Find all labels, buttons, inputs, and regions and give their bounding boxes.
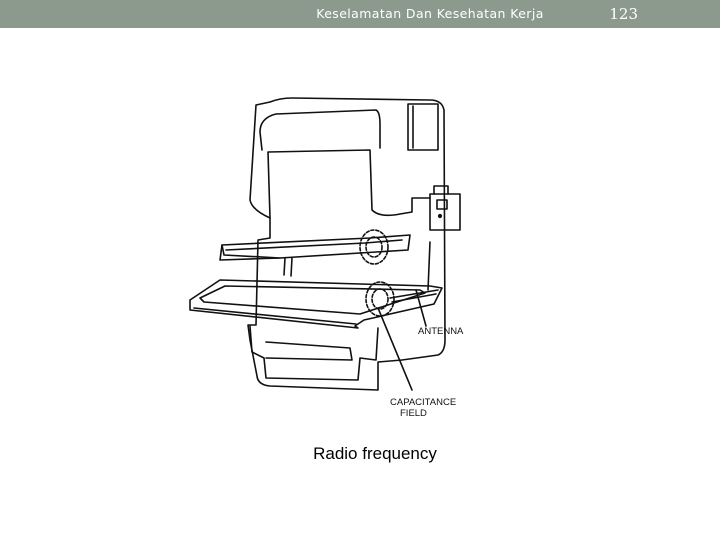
header-bar: Keselamatan Dan Kesehatan Kerja 123 [0, 0, 720, 28]
antenna-label: ANTENNA [418, 326, 464, 337]
top-housing [407, 103, 439, 151]
antenna-leader [415, 289, 427, 327]
lower-table [189, 279, 443, 329]
slide-number: 123 [609, 5, 638, 23]
capacitance-label-line2: FIELD [400, 408, 427, 419]
machine-base [249, 325, 379, 381]
antenna-rod [389, 289, 439, 303]
control-box [429, 193, 461, 231]
rf-sealer-illustration: ANTENNA CAPACITANCE FIELD [189, 97, 464, 419]
capacitance-label-line1: CAPACITANCE [390, 397, 456, 408]
capacitance-leader [377, 307, 413, 391]
header-title: Keselamatan Dan Kesehatan Kerja [316, 6, 544, 21]
figure-caption: Radio frequency [313, 444, 437, 463]
capacitance-field-lower [365, 281, 395, 317]
upper-arm [267, 149, 431, 219]
capacitance-field-upper [359, 229, 389, 265]
